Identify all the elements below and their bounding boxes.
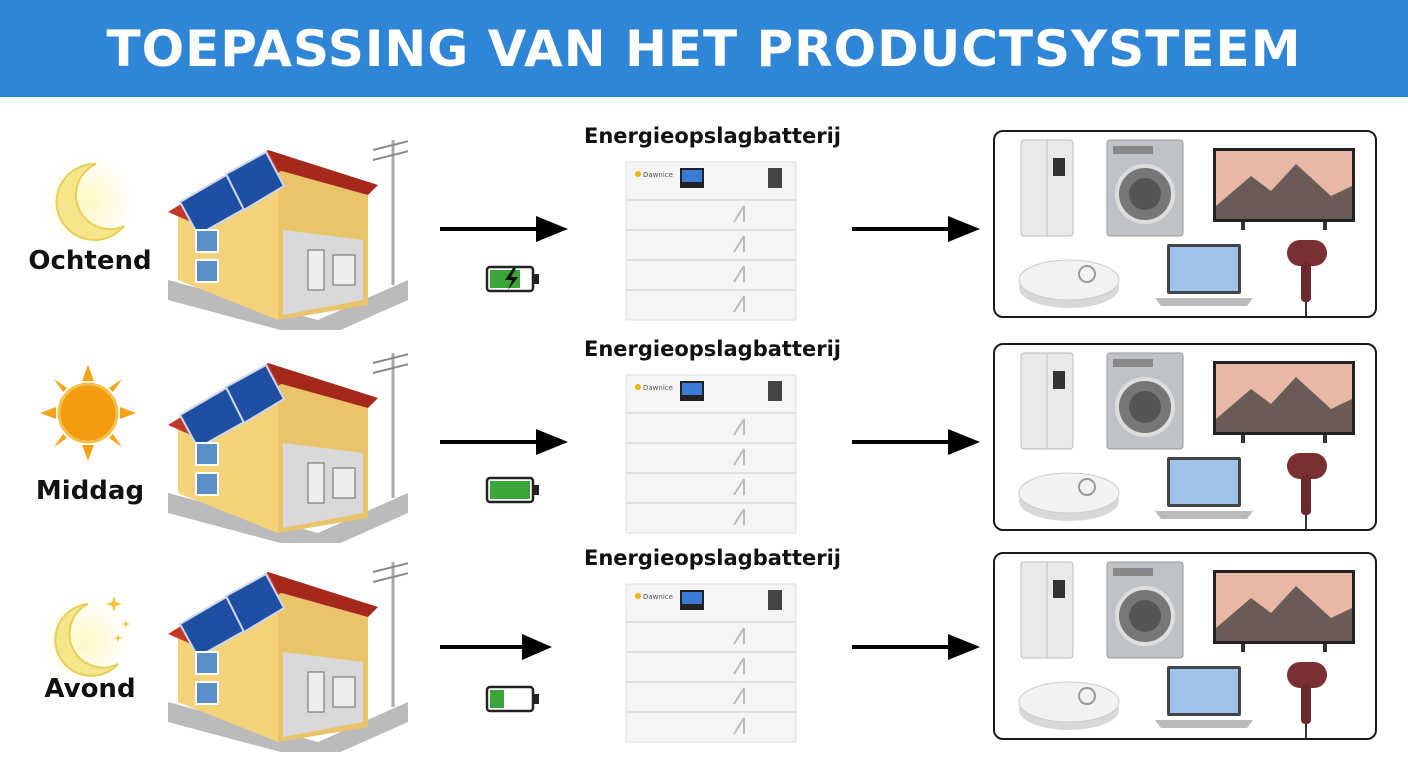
refrigerator-icon bbox=[1020, 352, 1074, 450]
flow-arrow bbox=[852, 216, 980, 242]
solar-house-illustration bbox=[168, 140, 408, 330]
flow-arrow bbox=[440, 429, 568, 455]
energy-storage-battery: Dawnice bbox=[625, 583, 797, 743]
laptop-icon bbox=[1155, 457, 1253, 519]
brand-label: Dawnice bbox=[643, 171, 673, 179]
appliances-panel bbox=[993, 130, 1377, 318]
time-label: Avond bbox=[44, 674, 136, 704]
robot-vacuum-icon bbox=[1018, 681, 1120, 730]
robot-vacuum-icon bbox=[1018, 259, 1120, 308]
washing-machine-icon bbox=[1106, 561, 1184, 659]
hair-dryer-icon bbox=[1287, 240, 1327, 316]
battery-full-icon bbox=[485, 476, 539, 504]
crescent-moon-icon bbox=[42, 156, 134, 248]
brand-label: Dawnice bbox=[643, 384, 673, 392]
battery-title: Energieopslagbatterij bbox=[583, 546, 841, 570]
robot-vacuum-icon bbox=[1018, 472, 1120, 521]
moon-stars-icon bbox=[40, 596, 130, 686]
solar-house-illustration bbox=[168, 562, 408, 752]
page-title: TOEPASSING VAN HET PRODUCTSYSTEEM bbox=[106, 19, 1302, 78]
time-label: Ochtend bbox=[28, 246, 152, 276]
hair-dryer-icon bbox=[1287, 662, 1327, 738]
solar-house-illustration bbox=[168, 353, 408, 543]
battery-title: Energieopslagbatterij bbox=[583, 337, 841, 361]
time-label: Middag bbox=[35, 476, 145, 506]
battery-charging-icon bbox=[485, 265, 539, 293]
appliances-panel bbox=[993, 343, 1377, 531]
brand-label: Dawnice bbox=[643, 593, 673, 601]
washing-machine-icon bbox=[1106, 352, 1184, 450]
scenario-row-noon: Middag Energieopslagbatterij bbox=[0, 331, 1408, 545]
title-banner: TOEPASSING VAN HET PRODUCTSYSTEEM bbox=[0, 0, 1408, 97]
battery-low-icon bbox=[485, 685, 539, 713]
washing-machine-icon bbox=[1106, 139, 1184, 237]
laptop-icon bbox=[1155, 666, 1253, 728]
laptop-icon bbox=[1155, 244, 1253, 306]
television-icon bbox=[1213, 148, 1355, 230]
flow-arrow bbox=[440, 216, 568, 242]
refrigerator-icon bbox=[1020, 561, 1074, 659]
scenario-row-morning: Ochtend Energieopslagbatterij bbox=[0, 118, 1408, 332]
flow-arrow bbox=[852, 634, 980, 660]
flow-arrow bbox=[440, 634, 552, 660]
energy-storage-battery: Dawnice bbox=[625, 374, 797, 534]
appliances-panel bbox=[993, 552, 1377, 740]
scenario-row-evening: Avond Energieopslagbatterij bbox=[0, 540, 1408, 754]
energy-storage-battery: Dawnice bbox=[625, 161, 797, 321]
television-icon bbox=[1213, 570, 1355, 652]
battery-title: Energieopslagbatterij bbox=[583, 124, 841, 148]
sun-icon bbox=[40, 365, 136, 461]
hair-dryer-icon bbox=[1287, 453, 1327, 529]
refrigerator-icon bbox=[1020, 139, 1074, 237]
flow-arrow bbox=[852, 429, 980, 455]
television-icon bbox=[1213, 361, 1355, 443]
